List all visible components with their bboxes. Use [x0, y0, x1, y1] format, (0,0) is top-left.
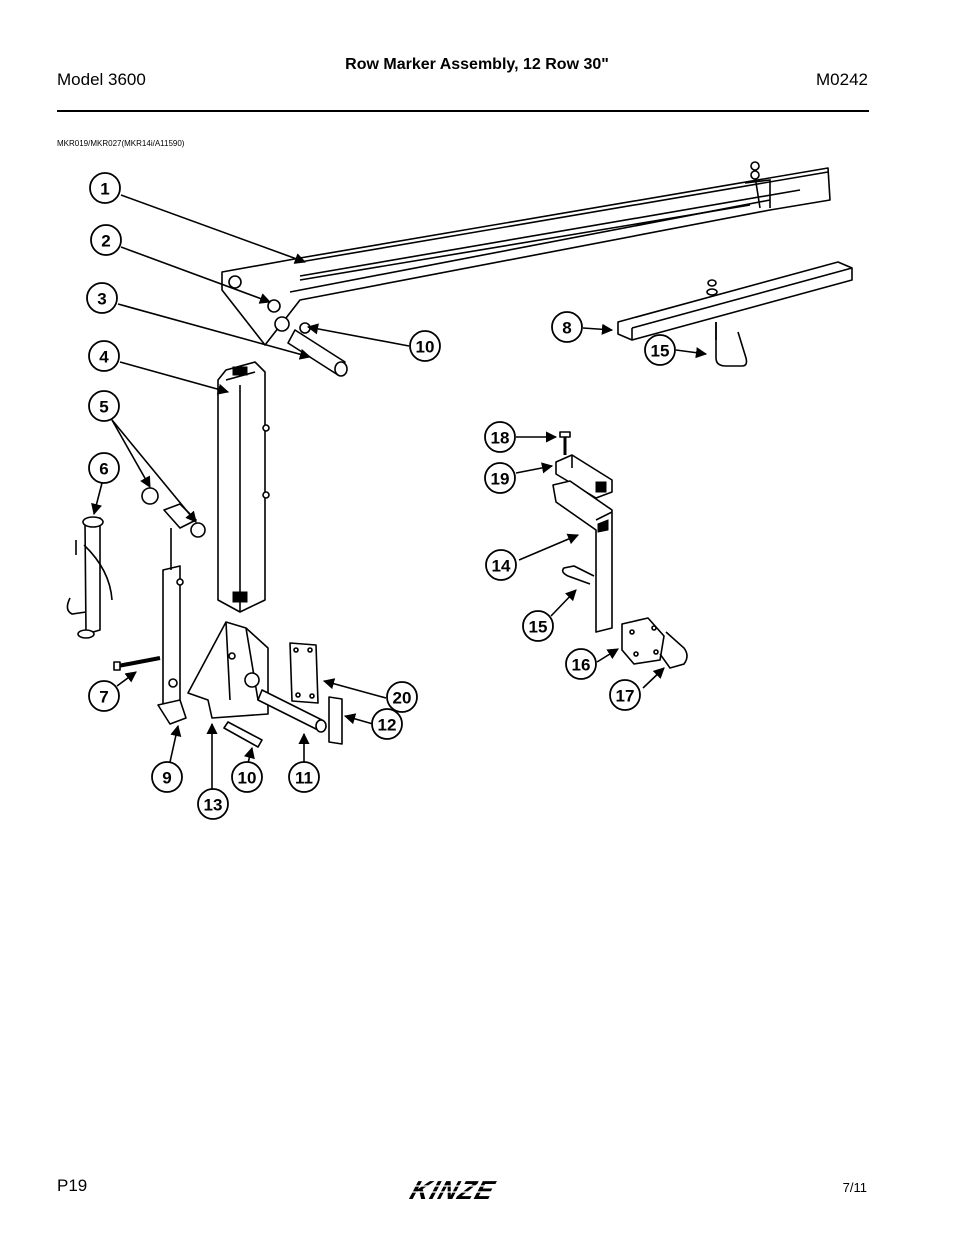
callout-2: 2	[90, 224, 122, 256]
svg-text:18: 18	[491, 429, 510, 448]
plate-12	[328, 696, 343, 745]
extension-tube	[617, 261, 853, 341]
callout-18: 18	[484, 421, 516, 453]
svg-text:14: 14	[492, 557, 511, 576]
callout-12: 12	[371, 708, 403, 740]
revision-date: 7/11	[842, 1180, 867, 1195]
callout-5: 5	[88, 390, 120, 422]
parts-diagram: 1 2 3 4 5 6 7 8 9 10 10 11 12 13 14 15 1…	[66, 161, 853, 820]
svg-text:10: 10	[238, 769, 257, 788]
pivot-pin	[287, 322, 348, 377]
mounting-tube	[217, 361, 270, 613]
svg-text:20: 20	[393, 689, 412, 708]
svg-text:4: 4	[99, 348, 109, 367]
model-label: Model 3600	[57, 70, 146, 89]
svg-text:2: 2	[101, 232, 110, 251]
svg-text:6: 6	[99, 460, 108, 479]
callout-17: 17	[609, 679, 641, 711]
u-bolt-upper	[715, 322, 748, 367]
callout-15-lower: 15	[522, 610, 554, 642]
callout-3: 3	[86, 282, 118, 314]
callout-11: 11	[288, 761, 320, 793]
svg-text:7: 7	[99, 688, 108, 707]
bolt-18	[559, 431, 571, 455]
page-number: P19	[57, 1176, 88, 1195]
callout-13: 13	[197, 788, 229, 820]
header-divider	[57, 110, 869, 112]
svg-text:8: 8	[562, 319, 571, 338]
bracket-arm	[552, 480, 613, 633]
svg-text:19: 19	[491, 470, 510, 489]
pin-11	[257, 689, 327, 733]
callout-9: 9	[151, 761, 183, 793]
callout-1: 1	[89, 172, 121, 204]
svg-text:9: 9	[162, 769, 171, 788]
svg-text:17: 17	[616, 687, 635, 706]
callout-10-lower: 10	[231, 761, 263, 793]
plate-16	[621, 617, 665, 665]
svg-text:KINZE: KINZE	[407, 1176, 500, 1204]
bar-19	[555, 454, 613, 499]
page-title: Row Marker Assembly, 12 Row 30"	[345, 56, 609, 73]
lock-pin-with-chain	[66, 516, 113, 639]
callout-7: 7	[88, 680, 120, 712]
bolt	[113, 656, 161, 671]
svg-text:12: 12	[378, 716, 397, 735]
callout-16: 16	[565, 648, 597, 680]
callout-8: 8	[551, 311, 583, 343]
svg-text:16: 16	[572, 656, 591, 675]
kinze-logo: KINZE	[404, 1176, 520, 1204]
svg-text:5: 5	[99, 398, 108, 417]
svg-text:11: 11	[295, 769, 313, 788]
leader-lines	[91, 194, 708, 790]
callout-6: 6	[88, 452, 120, 484]
svg-text:3: 3	[97, 290, 106, 309]
u-bolt-17	[659, 631, 688, 669]
svg-text:15: 15	[651, 342, 670, 361]
bushings	[141, 487, 206, 538]
svg-text:15: 15	[529, 618, 548, 637]
marker-arm	[221, 161, 831, 346]
plate-20	[289, 642, 319, 704]
callout-19: 19	[484, 462, 516, 494]
svg-text:1: 1	[100, 180, 109, 199]
callout-4: 4	[88, 340, 120, 372]
callout-20: 20	[386, 681, 418, 713]
mounting-bracket	[187, 621, 269, 719]
u-bolt-lower	[561, 565, 595, 585]
document-code: M0242	[816, 70, 868, 89]
callout-10-upper: 10	[409, 330, 441, 362]
svg-text:10: 10	[416, 338, 435, 357]
reference-code: MKR019/MKR027(MKR14i/A11590)	[57, 139, 185, 148]
pin-lower	[223, 721, 263, 748]
svg-text:13: 13	[204, 796, 223, 815]
callout-14: 14	[485, 549, 517, 581]
callout-15-upper: 15	[644, 334, 676, 366]
